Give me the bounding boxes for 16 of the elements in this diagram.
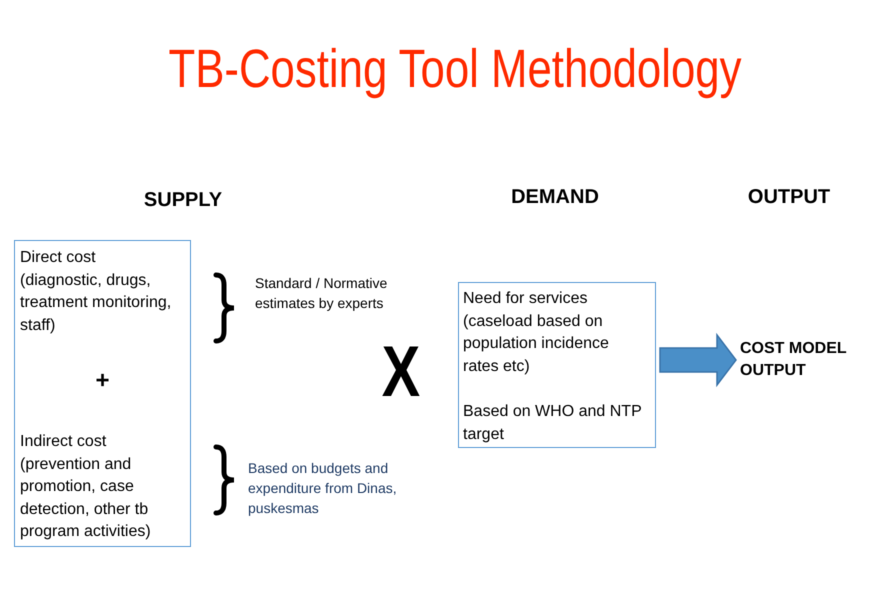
output-label: COST MODEL OUTPUT <box>740 338 852 382</box>
multiply-sign: X <box>382 336 420 408</box>
slide-title: TB-Costing Tool Methodology <box>168 38 742 101</box>
annotation-text: Standard / Normative estimates by experts <box>255 274 388 313</box>
supply-box <box>14 240 191 547</box>
plus-sign: + <box>94 367 110 395</box>
box-text: Indirect cost (prevention and promotion, case detection, other tb program activities) <box>20 432 152 542</box>
box-text: Need for services (caseload based on population incidence rates etc) <box>463 289 610 376</box>
box-text: Direct cost (diagnostic, drugs, treatment monitoring, staff) <box>20 248 172 336</box>
box-text: Based on WHO and NTP target <box>463 402 642 444</box>
annotation-text: Based on budgets and expenditure from Dinas, puskesmas <box>248 459 398 518</box>
demand-box <box>458 282 656 448</box>
block-arrow <box>659 332 737 388</box>
column-heading: DEMAND <box>511 185 599 209</box>
column-heading: SUPPLY <box>144 188 222 212</box>
column-heading: OUTPUT <box>748 185 830 209</box>
